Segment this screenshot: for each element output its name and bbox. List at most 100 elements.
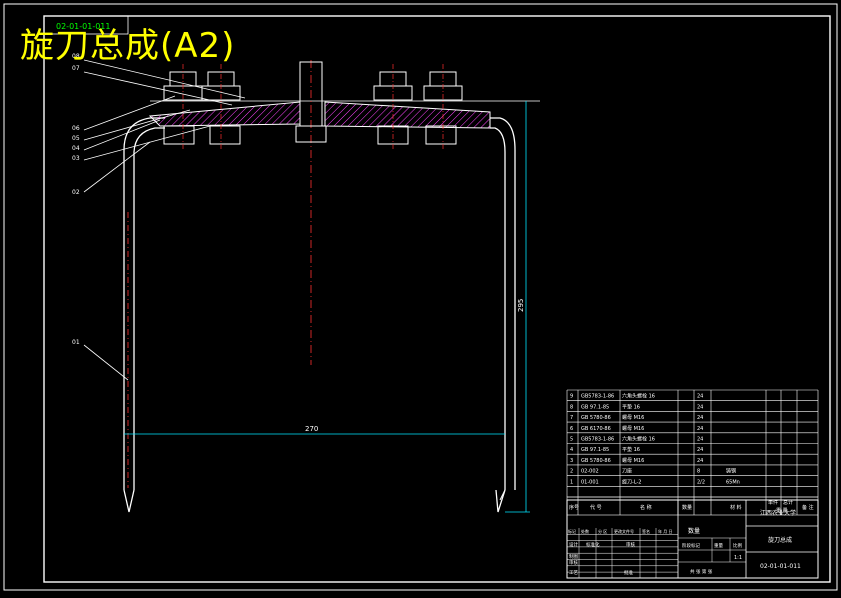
bom-code: GB 6170-86 <box>581 426 611 432</box>
tb-university: 江西农业大学 <box>760 509 796 517</box>
tb-drawing-code: 02-01-01-011 <box>760 563 801 570</box>
bom-no: 4 <box>570 447 573 453</box>
balloon-03: 03 <box>72 155 80 162</box>
bolt-group <box>163 61 463 145</box>
blade-left <box>123 117 165 513</box>
right-plate <box>324 101 491 129</box>
tb-role: 审核 <box>569 559 578 566</box>
bom-row: 7 GB 5780-86 螺母 M16 24 <box>570 414 703 421</box>
leader-lines <box>83 59 246 381</box>
tb-standard: 标准化 <box>586 541 600 548</box>
bom-qty: 24 <box>697 437 703 443</box>
bom-row: 5 GB5783-1-86 六角头螺栓 16 24 <box>570 436 703 443</box>
bom-material: 65Mn <box>726 479 740 485</box>
bom-material: 铸钢 <box>726 468 736 475</box>
bom-row: 2 02-002 刀座 8 铸钢 <box>570 468 736 475</box>
bom-no: 6 <box>570 426 573 432</box>
bom-code: GB 5780-86 <box>581 458 611 464</box>
tb-drawing-name: 旋刀总成 <box>768 536 792 544</box>
code-box <box>43 15 129 35</box>
tb-role: 制图 <box>569 553 578 560</box>
tb-stage: 阶段标记 <box>682 542 700 549</box>
bom-code: 01-001 <box>581 479 599 485</box>
bom-qty: 24 <box>697 426 703 432</box>
dim-height-text: 295 <box>517 299 525 312</box>
bom-no: 5 <box>570 437 573 443</box>
bom-code: GB 97.1-85 <box>581 447 609 453</box>
bom-header-cell: 数量 <box>682 504 692 511</box>
bom-name: 旋刀-L-2 <box>622 478 642 485</box>
bom-row: 8 GB 97.1-85 平垫 16 24 <box>570 403 703 410</box>
drawing-title: 旋刀总成(A2) <box>20 26 236 66</box>
bom-row: 6 GB 6170-86 螺母 M16 24 <box>570 425 703 432</box>
bom-row: 9 GB5783-1-86 六角头螺栓 16 24 <box>570 393 703 400</box>
bom-header-cell: 序号 <box>569 504 579 511</box>
bom-qty: 24 <box>697 447 703 453</box>
bom-name: 平垫 16 <box>622 446 640 453</box>
blade-right <box>490 117 516 513</box>
bom-name: 螺母 M16 <box>622 457 644 464</box>
bom-qty: 24 <box>697 415 703 421</box>
tb-weight: 重量 <box>714 542 723 549</box>
bom-name: 六角头螺栓 16 <box>622 393 655 400</box>
balloon-05: 05 <box>72 135 80 142</box>
bom-qty: 24 <box>697 394 703 400</box>
bom-name: 六角头螺栓 16 <box>622 436 655 443</box>
inner-frame <box>43 15 831 583</box>
bom-no: 2 <box>570 469 573 475</box>
bom-no: 3 <box>570 458 573 464</box>
bolt-centerlines <box>182 64 444 150</box>
balloon-04: 04 <box>72 145 80 152</box>
bom-name: 平垫 16 <box>622 403 640 410</box>
bom-name: 刀座 <box>622 468 632 475</box>
tb-rev-label: 标记 <box>568 528 576 534</box>
bom-row: 4 GB 97.1-85 平垫 16 24 <box>570 446 703 453</box>
code-top: 02-01-01-011 <box>56 22 110 31</box>
tb-rev-label: 签名 <box>642 528 650 534</box>
bom-row: 3 GB 5780-86 螺母 M16 24 <box>570 457 703 464</box>
dim-height: 295 <box>505 101 530 513</box>
bom-code: 02-002 <box>581 469 599 475</box>
tb-sheets: 共 张 第 张 <box>690 568 713 575</box>
balloon-08: 08 <box>72 53 80 60</box>
bom-code: GB 97.1-85 <box>581 404 609 410</box>
tb-role: 工艺 <box>569 570 578 576</box>
tb-rev-label: 年 月 日 <box>658 528 673 534</box>
bom-header-cell: 单件 <box>768 499 778 506</box>
tb-audit: 审核 <box>626 541 635 548</box>
tb-approve: 批准 <box>624 569 633 576</box>
bom-code: GB 5780-86 <box>581 415 611 421</box>
dim-width-text: 270 <box>305 425 318 433</box>
balloon-labels: 08 07 06 05 04 03 02 01 <box>72 53 80 346</box>
bom-name: 螺母 M16 <box>622 414 644 421</box>
bom-no: 7 <box>570 415 573 421</box>
balloon-06: 06 <box>72 125 80 132</box>
left-plate <box>148 101 301 127</box>
balloon-07: 07 <box>72 65 80 72</box>
bom-no: 8 <box>570 404 573 410</box>
bom-name: 螺母 M16 <box>622 425 644 432</box>
bom-header-cell: 备 注 <box>802 504 814 511</box>
bom-code: GB5783-1-86 <box>581 394 614 400</box>
tb-rev-label: 处数 <box>581 528 589 534</box>
bom-header-cell: 名 称 <box>640 504 652 511</box>
dim-width: 270 <box>124 425 505 435</box>
bom-header-cell: 代 号 <box>590 504 602 511</box>
bom-header-cell: 总计 <box>783 499 793 506</box>
tb-qty-label: 数量 <box>688 527 700 535</box>
bom-header-cell: 重 量 <box>776 507 788 514</box>
tb-role: 设计 <box>569 541 578 548</box>
bom-qty: 24 <box>697 404 703 410</box>
bom-no: 9 <box>570 394 573 400</box>
bom-qty: 8 <box>697 469 700 475</box>
tb-rev-label: 分 区 <box>598 528 607 534</box>
bom-code: GB5783-1-86 <box>581 437 614 443</box>
tb-scale-label: 比例 <box>733 542 742 549</box>
bom-header-cell: 材 料 <box>730 504 742 511</box>
bom-qty: 24 <box>697 458 703 464</box>
bom-no: 1 <box>570 479 573 485</box>
